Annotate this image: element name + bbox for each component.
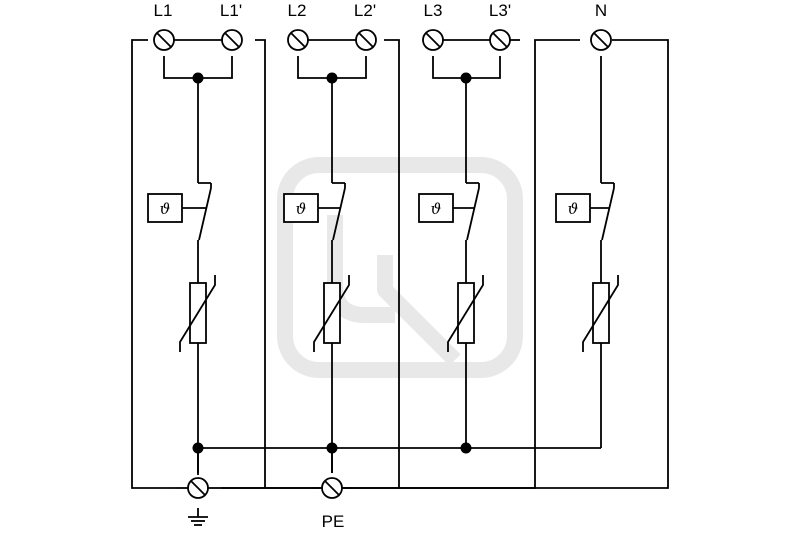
- ground-icon: [188, 508, 208, 526]
- svg-text:ϑ: ϑ: [431, 200, 442, 218]
- module-enclosures: [131, 39, 669, 489]
- top-terminals: [153, 29, 612, 51]
- thermal-box-l3: [418, 193, 454, 223]
- terminal-n: [590, 29, 612, 51]
- thermal-box-l2: [283, 193, 319, 223]
- bottom-terminals: [175, 477, 355, 499]
- branch-l2: ϑ: [283, 56, 367, 473]
- label-l3: L3: [424, 1, 443, 20]
- terminal-pe: [321, 477, 343, 499]
- branch-l1: ϑ: [147, 56, 233, 475]
- terminal-ground: [187, 477, 209, 499]
- terminal-l3: [422, 29, 444, 51]
- svg-text:ϑ: ϑ: [568, 200, 579, 218]
- junction-dots: [192, 72, 472, 454]
- terminal-labels: L1 L1' L2 L2' L3 L3' N PE: [154, 1, 608, 531]
- label-l2: L2: [288, 1, 307, 20]
- label-pe: PE: [322, 512, 345, 531]
- label-n: N: [595, 1, 607, 20]
- svg-text:ϑ: ϑ: [160, 200, 171, 218]
- label-l3-prime: L3': [489, 1, 511, 20]
- label-l1-prime: L1': [220, 1, 242, 20]
- terminal-l3-prime: [489, 29, 511, 51]
- watermark: [277, 157, 523, 378]
- thermal-box-n: [555, 193, 591, 223]
- branch-n: ϑ: [555, 56, 619, 448]
- label-l1: L1: [154, 1, 173, 20]
- branch-l3: ϑ: [418, 56, 501, 448]
- terminal-l1-prime: [221, 29, 243, 51]
- terminal-l1: [153, 29, 175, 51]
- label-l2-prime: L2': [354, 1, 376, 20]
- thermal-box-l1: [147, 193, 183, 223]
- terminal-l2: [287, 29, 309, 51]
- svg-text:ϑ: ϑ: [296, 200, 307, 218]
- terminal-l2-prime: [355, 29, 377, 51]
